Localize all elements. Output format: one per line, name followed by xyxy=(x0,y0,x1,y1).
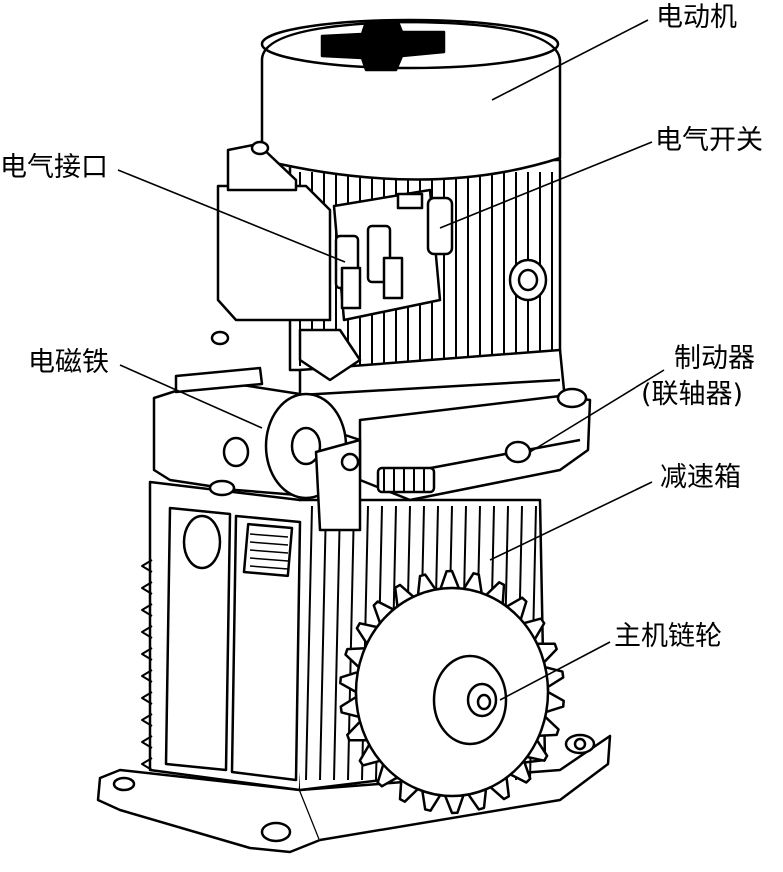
brake-coupling xyxy=(358,387,592,502)
leader-brake xyxy=(529,369,665,453)
main-sprocket xyxy=(339,569,565,815)
label-brake: 制动器 xyxy=(674,343,755,374)
label-electric-switch: 电气开关 xyxy=(655,125,763,156)
leader-sprocket xyxy=(499,641,611,701)
label-motor: 电动机 xyxy=(656,2,737,33)
electric-interface-box xyxy=(216,140,332,322)
label-electric-interface: 电气接口 xyxy=(0,152,108,183)
leader-motor xyxy=(491,19,649,101)
leader-switch xyxy=(439,141,653,229)
label-electromagnet: 电磁铁 xyxy=(28,347,109,378)
leader-electromagnet xyxy=(119,364,263,429)
leader-lines xyxy=(117,19,665,701)
label-reduction-gearbox: 减速箱 xyxy=(660,462,741,493)
leader-gearbox xyxy=(489,481,653,561)
leader-interface xyxy=(117,169,346,263)
label-main-sprocket: 主机链轮 xyxy=(614,621,722,652)
label-brake-coupling: (联轴器) xyxy=(641,379,744,410)
electric-switch xyxy=(332,188,454,322)
electromagnet xyxy=(152,328,362,532)
